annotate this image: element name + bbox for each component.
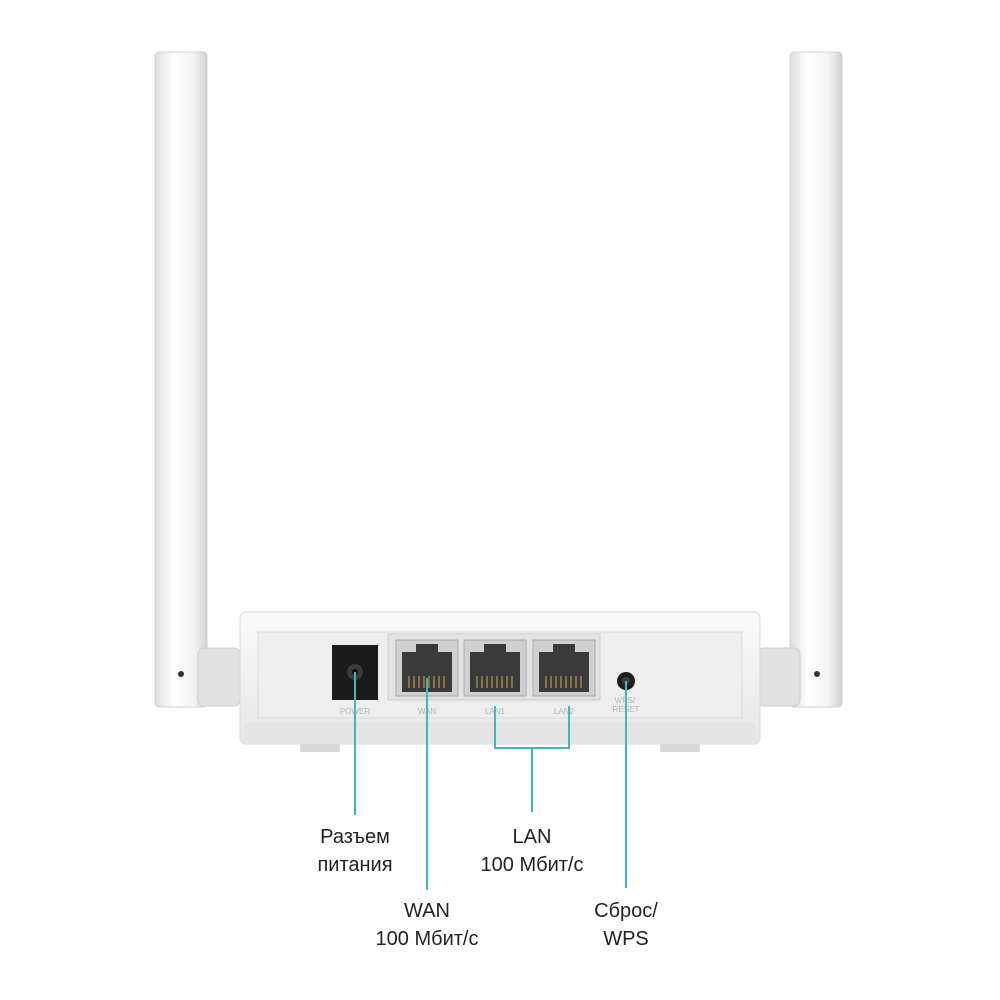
right-antenna (757, 51, 843, 708)
lan-callout-line (494, 706, 570, 812)
reset-callout-label: Сброс/ WPS (594, 900, 658, 950)
left-antenna (154, 51, 241, 708)
callout-lines (354, 672, 627, 890)
lan-callout-label: LAN 100 Мбит/с (480, 826, 584, 876)
lan2-port (532, 639, 596, 697)
wan-callout-label: WAN 100 Мбит/с (375, 900, 479, 950)
lan1-port (463, 639, 527, 697)
lan2-port-label: LAN2 (554, 707, 575, 716)
power-callout-label: Разъем питания (317, 826, 393, 876)
